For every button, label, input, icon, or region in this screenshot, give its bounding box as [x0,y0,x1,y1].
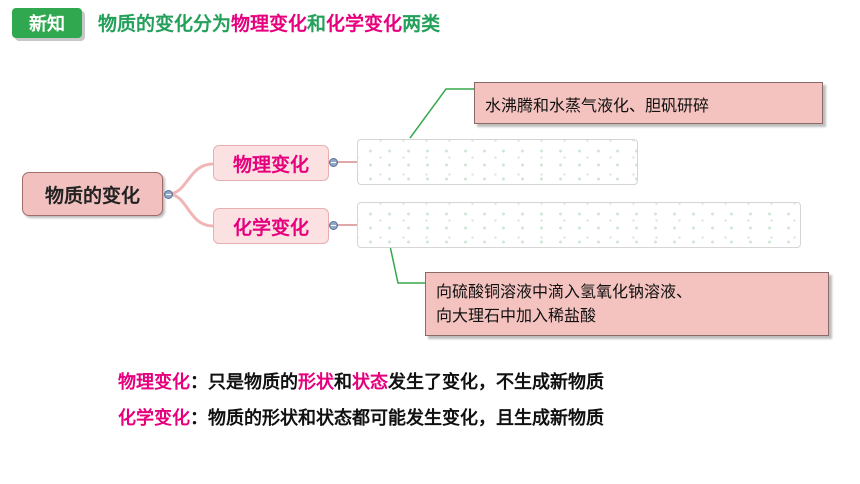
chemical-example-placeholder [357,202,801,248]
definition-physical-text2: 和 [334,372,352,393]
definition-physical: 物理变化：只是物质的形状和状态发生了变化，不生成新物质 [118,368,604,394]
title-text-and: 和 [307,13,327,35]
mindmap-branch-physical: 物理变化 [213,145,329,181]
callout-physical-examples: 水沸腾和水蒸气液化、胆矾研碎 [474,82,823,124]
collapse-toggle-icon[interactable] [329,158,338,167]
callout-pointer-physical [409,88,474,139]
slide-title: 物质的变化分为物理变化和化学变化两类 [98,10,440,38]
title-text-1: 物质的变化分为 [98,13,232,35]
callout-pointer-chemical [389,245,425,284]
mindmap-root-node: 物质的变化 [22,172,163,216]
physical-example-placeholder [357,139,638,185]
mindmap-branch-chemical: 化学变化 [213,208,329,244]
definition-separator: ： [190,372,208,393]
collapse-toggle-icon[interactable] [329,221,338,230]
definition-chemical: 化学变化：物质的形状和状态都可能发生变化，且生成新物质 [118,404,604,430]
definition-chemical-text: 物质的形状和状态都可能发生变化，且生成新物质 [208,408,604,429]
title-chemical-highlight: 化学变化 [326,13,403,35]
definition-keyword-shape: 形状 [298,372,334,393]
connector-root-chemical [167,192,214,228]
definition-separator: ： [190,408,208,429]
collapse-toggle-icon[interactable] [164,190,173,199]
definition-keyword-state: 状态 [352,372,388,393]
title-physical-highlight: 物理变化 [231,13,308,35]
title-text-end: 两类 [402,13,441,35]
definition-physical-term: 物理变化 [118,372,190,393]
definition-physical-text1: 只是物质的 [208,372,298,393]
definition-chemical-term: 化学变化 [118,408,190,429]
callout-chemical-examples: 向硫酸铜溶液中滴入氢氧化钠溶液、 向大理石中加入稀盐酸 [425,272,829,336]
connector-root-physical [167,162,214,196]
section-badge: 新知 [12,8,82,38]
callout-chemical-line2: 向大理石中加入稀盐酸 [436,306,597,325]
definition-physical-text3: 发生了变化，不生成新物质 [388,372,604,393]
callout-chemical-line1: 向硫酸铜溶液中滴入氢氧化钠溶液、 [436,282,693,301]
